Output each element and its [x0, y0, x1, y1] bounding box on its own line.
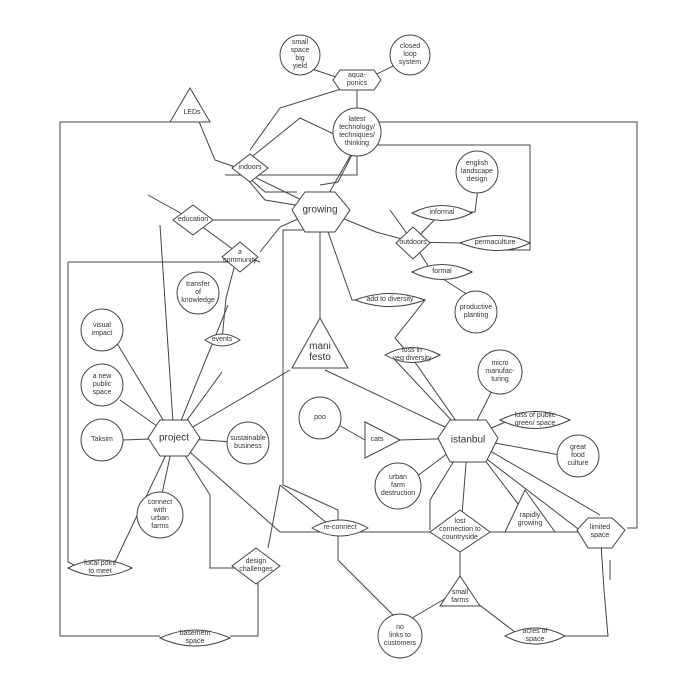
outdoors-label: outdoors — [399, 239, 427, 246]
limited-label: limited space — [589, 524, 611, 539]
formal-label: formal — [432, 268, 452, 275]
new-public-label: a new public space — [92, 373, 112, 396]
aquaponics-label: aqua- ponics — [346, 72, 368, 87]
istanbul-label: istanbul — [450, 434, 486, 446]
node-shapes — [66, 34, 626, 659]
istanbul-shape — [437, 419, 499, 463]
connect-urban-shape — [136, 491, 184, 539]
english-landscape-label: english landscape design — [461, 160, 493, 183]
lower-links — [230, 527, 611, 637]
outdoors-shape — [395, 226, 431, 260]
growing-shape — [291, 191, 351, 233]
project-shape — [147, 419, 201, 457]
education-shape — [172, 204, 214, 236]
education-label: education — [177, 216, 209, 223]
sustainable-shape — [226, 421, 270, 465]
transfer-shape — [176, 271, 220, 315]
indoors-label: indoors — [238, 164, 262, 171]
no-links-label: no links to customers — [383, 624, 417, 647]
a-community-label: a community — [223, 249, 257, 264]
leds-shape — [169, 87, 211, 123]
taksim-shape — [80, 418, 124, 462]
small-space-shape — [279, 34, 321, 76]
loss-public-label: loss of public green/ space — [514, 412, 556, 427]
latest-tech-label: latest technology/ techniques/ thinking — [339, 116, 375, 147]
micro-label: micro manufac- turing — [485, 360, 515, 383]
loss-veg-shape — [383, 347, 442, 363]
great-food-shape — [556, 434, 600, 478]
manifesto-label: mani festo — [309, 341, 331, 363]
productive-label: productive planting — [459, 304, 493, 319]
lost-connection-label: lost connection to countryside — [439, 518, 481, 541]
urban-farm-label: urban farm destruction — [380, 474, 416, 497]
informal-label: informal — [429, 209, 455, 216]
events-label: events — [211, 336, 233, 343]
formal-shape — [410, 264, 474, 280]
add-diversity-label: add to diversity — [366, 296, 414, 303]
visual-impact-label: visual impact — [91, 322, 113, 337]
micro-shape — [477, 349, 523, 395]
focal-point-label: focal point to meet — [84, 560, 116, 575]
aquaponics-shape — [332, 69, 382, 91]
connect-urban-label: connect with urban farms — [147, 499, 173, 530]
acres-shape — [503, 627, 567, 645]
transfer-label: transfer of knowledge — [181, 281, 215, 304]
basement-label: basement space — [179, 630, 211, 645]
rapidly-label: rapidly growing — [517, 512, 543, 527]
reconnect-links — [267, 229, 430, 623]
project-label: project — [158, 432, 190, 444]
permaculture-shape — [458, 235, 532, 251]
growing-label: growing — [302, 204, 338, 216]
urban-farm-shape — [374, 462, 422, 510]
acres-label: acres of space — [522, 628, 548, 643]
productive-shape — [454, 290, 498, 334]
closed-loop-shape — [389, 34, 431, 76]
english-landscape-shape — [455, 150, 499, 194]
informal-shape — [410, 205, 474, 221]
new-public-shape — [80, 363, 124, 407]
small-space-label: small space big yield — [290, 39, 310, 70]
design-challenges-shape — [231, 547, 281, 585]
loss-veg-label: loss in veg diversity — [392, 347, 432, 362]
frame-right — [378, 121, 638, 529]
small-farms-shape — [439, 575, 481, 607]
leds-label: LEDs — [183, 109, 201, 116]
poo-shape — [298, 396, 342, 440]
outer-frame — [59, 121, 210, 637]
add-diversity-shape — [353, 293, 427, 307]
design-challenges-label: design challenges — [239, 558, 273, 573]
sustainable-label: sustainable business — [230, 435, 266, 450]
lost-connection-shape — [429, 509, 491, 553]
reconnect-label: re-connect — [323, 524, 357, 531]
rapidly-shape — [504, 489, 556, 533]
diversity-links — [352, 299, 469, 439]
istanbul-hub-links — [324, 359, 601, 539]
great-food-label: great food culture — [567, 444, 589, 467]
limited-shape — [576, 517, 626, 549]
no-links-shape — [377, 613, 423, 659]
reconnect-shape — [310, 519, 370, 537]
indoors-shape — [231, 153, 269, 183]
taksim-label: Taksim — [91, 436, 113, 443]
manifesto-shape — [291, 316, 349, 369]
focal-point-shape — [66, 559, 134, 577]
cats-label: cats — [370, 436, 384, 443]
visual-impact-shape — [80, 308, 124, 352]
poo-label: poo — [314, 414, 326, 421]
a-community-shape — [221, 241, 259, 273]
cats-shape — [364, 421, 402, 459]
small-farms-label: small farms — [451, 589, 469, 604]
closed-loop-label: closed loop system — [398, 43, 422, 66]
events-shape — [204, 333, 241, 347]
basement-shape — [158, 629, 232, 647]
latest-tech-shape — [332, 107, 382, 157]
permaculture-label: permaculture — [474, 239, 516, 246]
loss-public-shape — [498, 411, 572, 429]
